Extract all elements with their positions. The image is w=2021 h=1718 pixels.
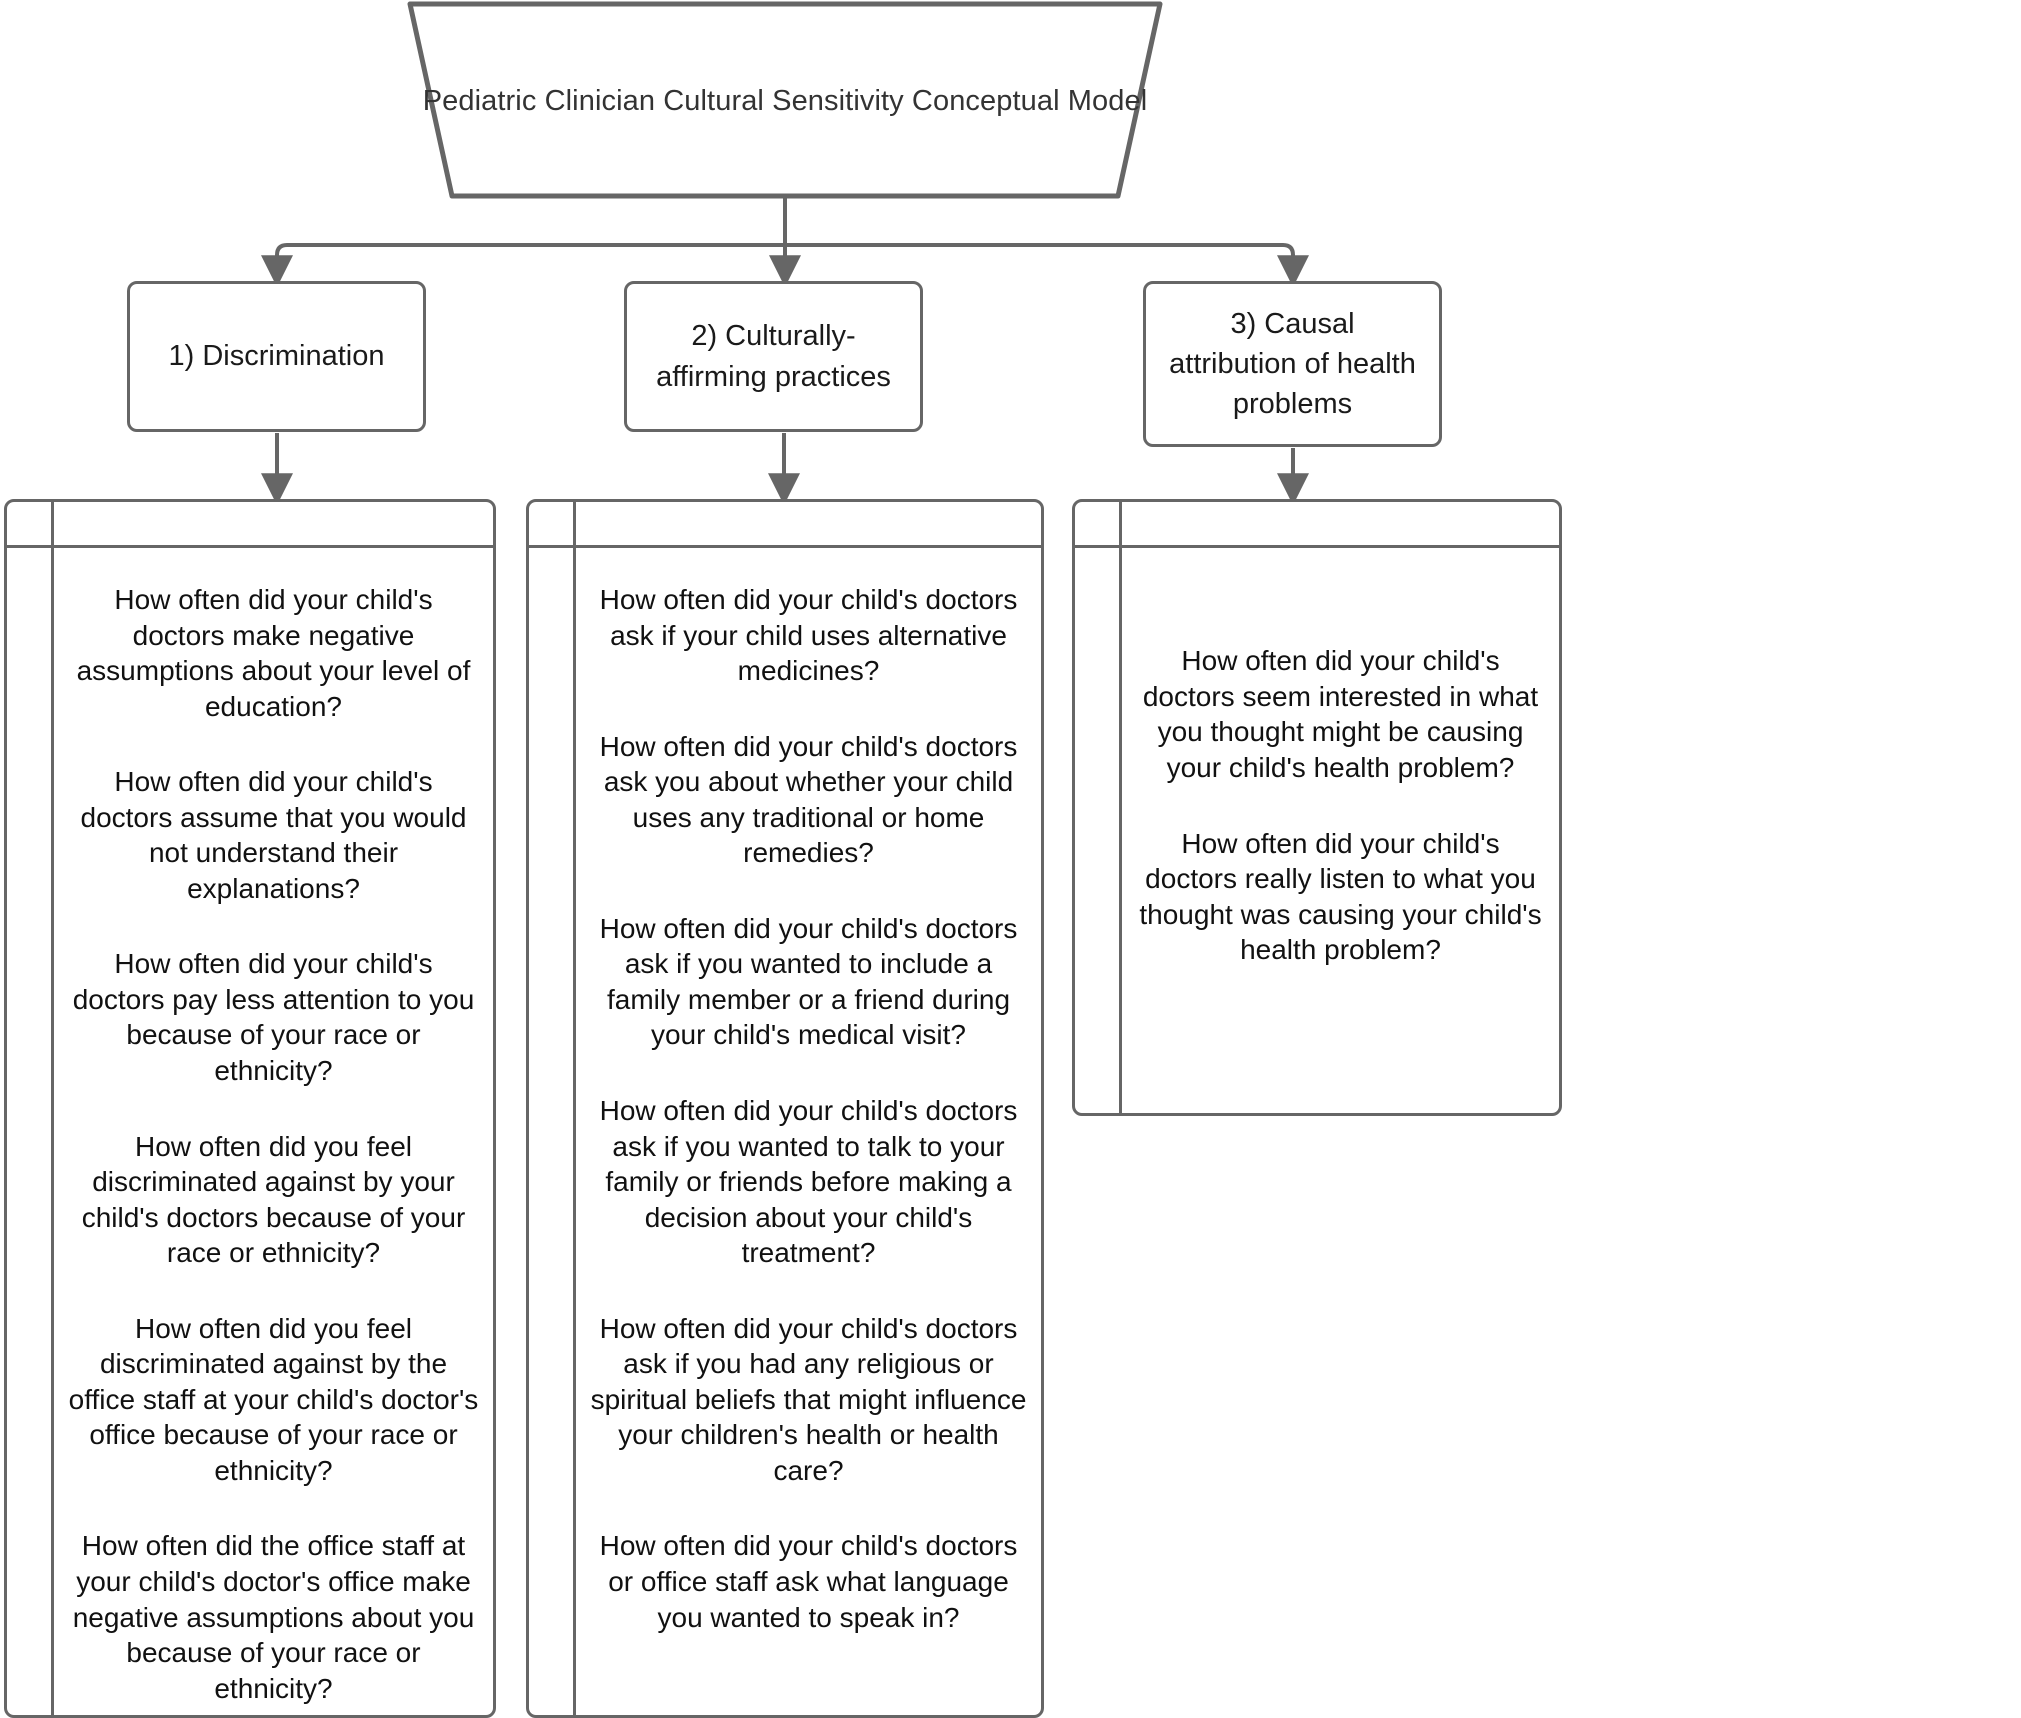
table-gutter-column [7, 502, 54, 1715]
table-gutter-column [529, 502, 576, 1715]
list-item: How often did your child's doctors pay l… [72, 948, 475, 1087]
table-main-column: How often did your child's doctors seem … [1122, 502, 1559, 1113]
item-table-discrimination: How often did your child's doctors make … [4, 499, 496, 1718]
list-item: How often did your child's doctors make … [76, 584, 471, 722]
connector-bus-to-cat-1 [261, 243, 785, 288]
table-body-cell: How often did your child's doctors seem … [1122, 548, 1559, 1113]
item-table-culturally-affirming-practices: How often did your child's doctors ask i… [526, 499, 1044, 1718]
list-item: How often did your child's doctors ask i… [599, 1095, 1018, 1269]
list-item: How often did your child's doctors or of… [599, 1530, 1018, 1633]
root-node: Pediatric Clinician Cultural Sensitivity… [400, 2, 1170, 200]
table-main-column: How often did your child's doctors make … [54, 502, 493, 1715]
gutter-body-cell [7, 548, 51, 1715]
category-box-discrimination[interactable]: 1) Discrimination [127, 281, 426, 432]
table-body-cell: How often did your child's doctors make … [54, 548, 493, 1715]
list-item: How often did you feel discriminated aga… [81, 1130, 466, 1269]
category-label: 2) Culturally-affirming practices [656, 320, 891, 393]
category-box-culturally-affirming-practices[interactable]: 2) Culturally-affirming practices [624, 281, 923, 432]
category-label: 1) Discrimination [168, 340, 385, 373]
list-item: How often did your child's doctors assum… [80, 766, 467, 904]
gutter-header-cell [7, 502, 51, 548]
list-item: How often did your child's doctors seem … [1142, 645, 1539, 783]
table-body-cell: How often did your child's doctors ask i… [576, 548, 1041, 1715]
list-item: How often did your child's doctors ask i… [590, 1312, 1027, 1486]
table-main-column: How often did your child's doctors ask i… [576, 502, 1041, 1715]
list-item: How often did your child's doctors ask i… [599, 584, 1018, 687]
list-item: How often did your child's doctors ask y… [599, 730, 1018, 869]
root-node-label: Pediatric Clinician Cultural Sensitivity… [422, 84, 1148, 117]
table-gutter-column [1075, 502, 1122, 1113]
connector-bus-to-cat-3 [785, 243, 1309, 288]
gutter-body-cell [1075, 548, 1119, 1113]
list-item: How often did your child's doctors ask i… [599, 912, 1018, 1051]
list-item: How often did you feel discriminated aga… [68, 1312, 479, 1486]
list-item: How often did your child's doctors reall… [1139, 827, 1542, 966]
item-table-causal-attribution: How often did your child's doctors seem … [1072, 499, 1562, 1116]
category-label: 3) Causal attribution of health problems [1169, 307, 1416, 420]
gutter-header-cell [1075, 502, 1119, 548]
list-item: How often did the office staff at your c… [72, 1530, 475, 1704]
category-box-causal-attribution[interactable]: 3) Causal attribution of health problems [1143, 281, 1442, 447]
gutter-body-cell [529, 548, 573, 1715]
table-header-cell [576, 502, 1041, 548]
table-header-cell [54, 502, 493, 548]
table-header-cell [1122, 502, 1559, 548]
gutter-header-cell [529, 502, 573, 548]
